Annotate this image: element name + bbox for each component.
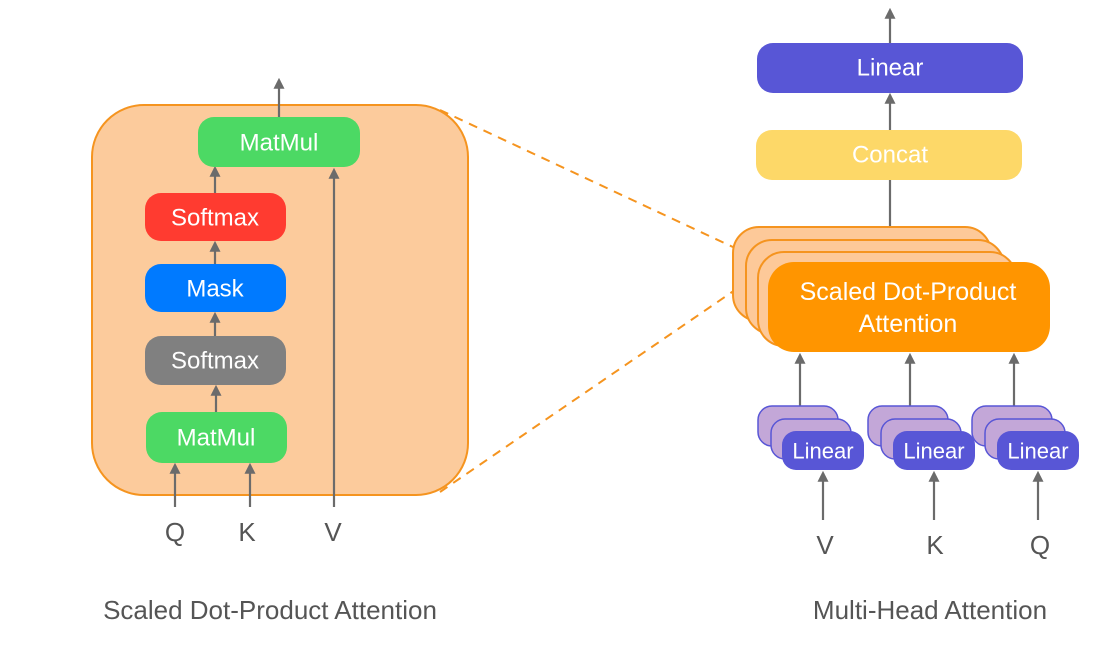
linear-v-label: Linear — [792, 439, 853, 464]
input-k-right: K — [926, 530, 944, 560]
input-q-right: Q — [1030, 530, 1050, 560]
zoom-line-bottom — [439, 289, 736, 493]
mask-label: Mask — [186, 276, 244, 303]
softmax-top-label: Softmax — [171, 205, 259, 232]
linear-output-node: Linear — [757, 43, 1023, 93]
linear-k-stack: Linear — [867, 405, 975, 470]
linear-q-stack: Linear — [971, 405, 1079, 470]
zoom-line-top — [439, 109, 736, 249]
concat-node: Concat — [756, 130, 1022, 180]
multi-head-panel: Linear Concat Scaled Dot-Product Attenti… — [732, 7, 1079, 625]
linear-output-label: Linear — [857, 55, 924, 82]
caption-scaled-dot-product: Scaled Dot-Product Attention — [103, 595, 437, 625]
linear-v-stack: Linear — [757, 405, 864, 470]
sdpa-label-line1: Scaled Dot-Product — [800, 278, 1017, 306]
linear-k-label: Linear — [903, 439, 964, 464]
softmax-bottom-label: Softmax — [171, 348, 259, 375]
softmax-gray-node: Softmax — [145, 336, 286, 385]
matmul-bottom-node: MatMul — [146, 412, 287, 463]
sdpa-front-node — [768, 262, 1050, 352]
input-v-left: V — [324, 517, 342, 547]
linear-q-label: Linear — [1007, 439, 1068, 464]
input-k-left: K — [238, 517, 256, 547]
input-q-left: Q — [165, 517, 185, 547]
input-v-right: V — [816, 530, 834, 560]
softmax-red-node: Softmax — [145, 193, 286, 241]
sdpa-label-line2: Attention — [859, 310, 958, 338]
matmul-top-node: MatMul — [198, 117, 360, 167]
mask-node: Mask — [145, 264, 286, 312]
matmul-bottom-label: MatMul — [177, 425, 256, 452]
sdpa-stack: Scaled Dot-Product Attention — [732, 226, 1050, 352]
concat-label: Concat — [852, 142, 928, 169]
matmul-top-label: MatMul — [240, 130, 319, 157]
caption-multi-head: Multi-Head Attention — [813, 595, 1047, 625]
scaled-dot-product-panel: MatMul Softmax Mask Softmax MatMul Q K V… — [91, 77, 736, 625]
